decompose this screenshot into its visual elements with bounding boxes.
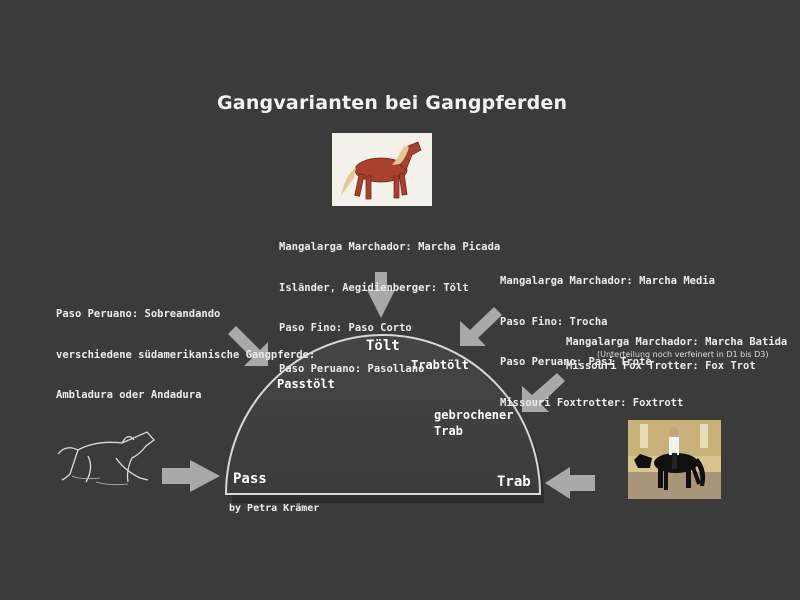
top-gait-line: Paso Fino: Paso Corto — [279, 322, 412, 334]
top-gait-line: Paso Peruano: Pasollano — [279, 362, 425, 375]
right-upper-gait-line: Mangalarga Marchador: Marcha Media — [500, 275, 715, 287]
gait-label-gebrochener-trab: gebrochener Trab — [434, 408, 514, 438]
top-gait-line: Isländer, Aegidienberger: Tölt — [279, 281, 469, 294]
gait-label-passtoelt: Passtölt — [277, 377, 335, 391]
right-lower-gait-line-2: Missouri Fox Trotter: Fox Trot — [566, 360, 756, 372]
gait-label-pass: Pass — [233, 471, 267, 487]
arrow-down-toelt — [367, 272, 395, 318]
gait-label-toelt: Tölt — [366, 338, 400, 354]
gait-dome — [224, 334, 542, 495]
arrow-right-to-trabtoelt — [460, 307, 502, 346]
left-gait-line: Paso Peruano: Sobreandando — [56, 308, 221, 320]
right-lower-gait-note: (Unterteilung noch verfeinert in D1 bis … — [597, 350, 769, 359]
arrow-to-trab — [545, 467, 595, 499]
rider-photo — [628, 420, 721, 499]
arrow-to-pass — [162, 460, 220, 492]
top-gait-list: Mangalarga Marchador: Marcha Picada Islä… — [279, 214, 500, 390]
author-credit: by Petra Krämer — [229, 503, 320, 514]
gait-label-trabtoelt: Trabtölt — [411, 358, 469, 372]
right-upper-gait-list: Mangalarga Marchador: Marcha Media Paso … — [500, 248, 715, 424]
left-gait-list: Paso Peruano: Sobreandando verschiedene … — [56, 281, 315, 416]
page-title: Gangvarianten bei Gangpferden — [217, 92, 568, 114]
pass-horse-sketch — [57, 431, 155, 486]
gait-label-trab: Trab — [497, 474, 531, 490]
left-gait-line: Ambladura oder Andadura — [56, 389, 202, 401]
left-gait-line: verschiedene südamerikanische Gangpferde… — [56, 348, 316, 361]
top-gait-line: Mangalarga Marchador: Marcha Picada — [279, 241, 501, 253]
right-lower-gait-line-1: Mangalarga Marchador: Marcha Batida — [566, 336, 788, 348]
right-upper-gait-line: Missouri Foxtrotter: Foxtrott — [500, 396, 684, 409]
toelt-horse-picture — [332, 133, 432, 206]
right-upper-gait-line: Paso Fino: Trocha — [500, 315, 608, 328]
arrow-left-to-passtoelt — [228, 326, 268, 366]
right-upper-gait-line: Paso Peruano: Pasi Trote — [500, 356, 652, 368]
arrow-right-to-gebrochener-trab — [522, 373, 565, 412]
